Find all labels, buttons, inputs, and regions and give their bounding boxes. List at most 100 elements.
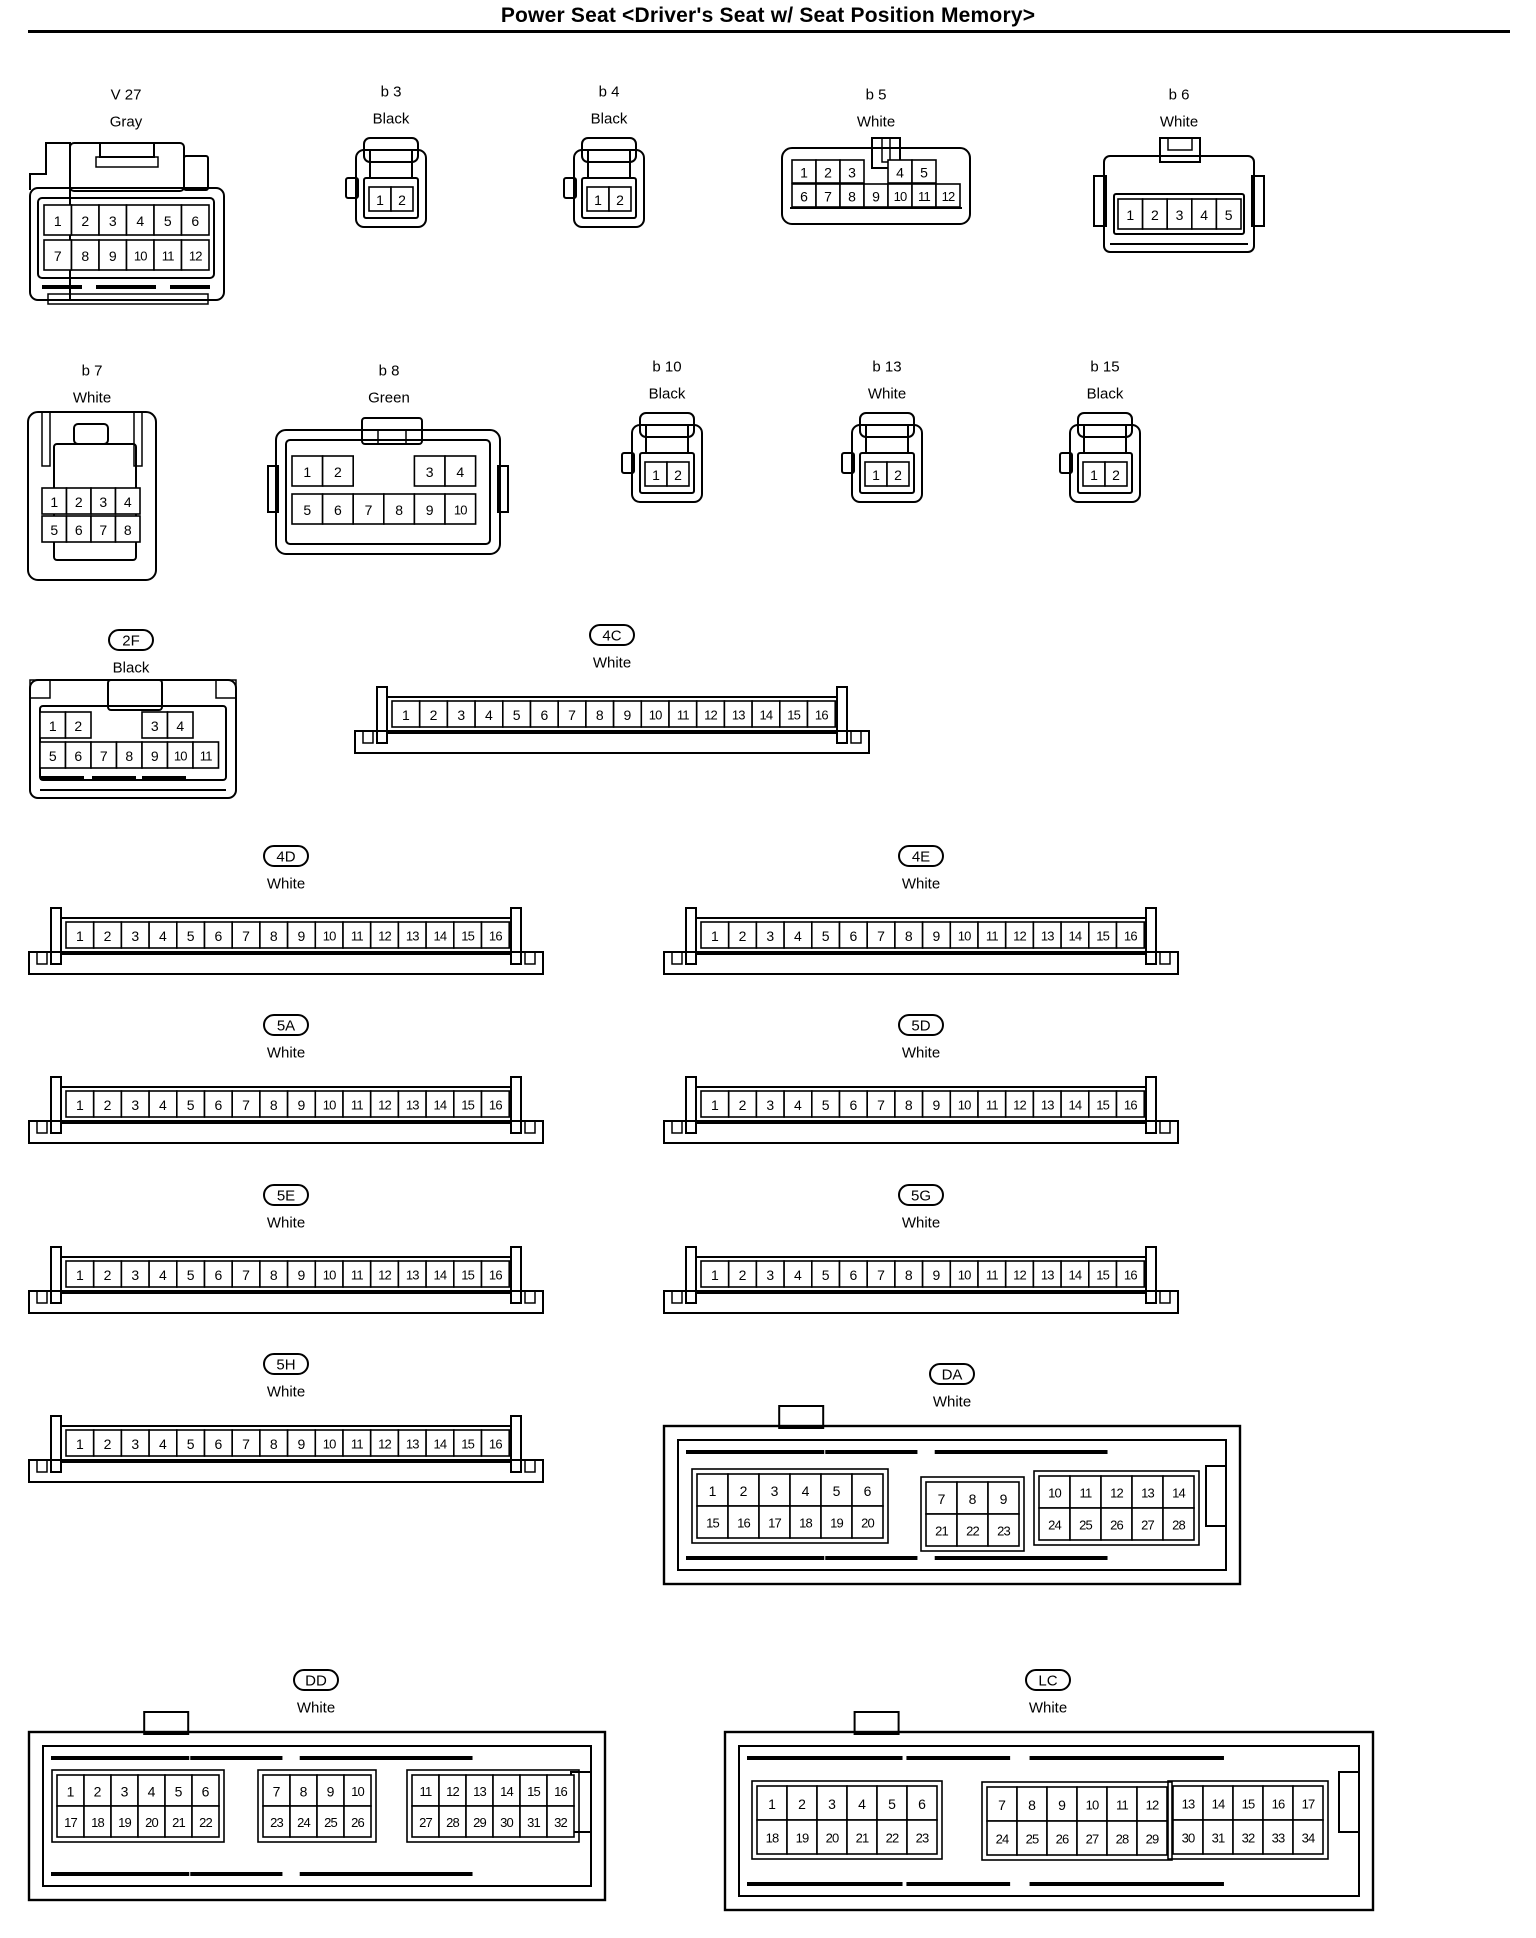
connector-id-badge [898,1184,944,1206]
pin-number: 1 [800,165,808,181]
pin-cell [1038,1507,1071,1541]
pin-number: 1 [711,1097,719,1113]
pin-number: 1 [49,718,57,734]
pin-number: 6 [214,928,222,944]
pin-cell [886,461,910,487]
pin-number: 19 [830,1516,843,1531]
pin-number: 12 [378,1268,391,1283]
pin-number: 7 [242,1436,250,1452]
pin-cell [816,1819,848,1855]
pin-number: 31 [1212,1831,1225,1846]
pin-number: 1 [303,464,311,480]
pin-cell [382,493,416,525]
connector-id: b 10 [652,359,681,376]
pin-number: 2 [739,1267,747,1283]
pin-cell [153,204,183,236]
pin-cell [342,1429,372,1457]
pin-cell [546,1774,575,1807]
pin-number: 6 [75,522,83,538]
pin-cell [1232,1819,1264,1855]
pin-number: 10 [958,929,971,944]
pin-cell [585,700,615,728]
pin-number: 14 [1212,1797,1225,1812]
pin-number: 12 [1110,1486,1123,1501]
connector-id: b 8 [379,363,400,380]
pin-number: 6 [214,1097,222,1113]
pin-number: 10 [351,1784,364,1799]
pin-number: 5 [833,1483,841,1499]
pin-cell [755,921,785,949]
pin-cell [783,1090,813,1118]
pin-number: 10 [454,503,467,518]
pin-cell [783,921,813,949]
pin-cell [846,1819,878,1855]
pin-number: 3 [766,1267,774,1283]
pin-cell [314,1260,344,1288]
pin-cell [480,1260,511,1288]
pin-cell [921,1260,952,1288]
pin-number: 5 [822,1097,830,1113]
connector-id-badge [898,845,944,867]
pin-cell [65,1260,95,1288]
pin-cell [700,1260,730,1288]
pin-number: 25 [324,1815,337,1830]
pin-cell [866,1090,896,1118]
pin-number: 26 [1056,1832,1069,1847]
pin-number: 14 [1069,1268,1082,1283]
pin-number: 9 [298,1267,306,1283]
pin-cell [397,1090,427,1118]
connector-id: b 5 [866,87,887,104]
pin-number: 8 [270,928,278,944]
pin-number: 4 [896,165,904,181]
pin-number: 4 [794,1097,802,1113]
pin-cell [1117,198,1144,230]
pin-number: 12 [1013,1098,1026,1113]
connector-color: Black [649,386,686,403]
connector-color: White [868,386,906,403]
pin-number: 1 [652,467,660,483]
pin-number: 8 [969,1491,977,1507]
pin-number: 4 [794,928,802,944]
pin-number: 30 [500,1815,513,1830]
pin-cell [43,204,73,236]
pin-cell [1104,461,1128,487]
pin-number: 2 [1112,467,1120,483]
pin-cell [1202,1819,1234,1855]
pin-number: 14 [1172,1486,1185,1501]
pin-cell [391,700,421,728]
pin-number: 16 [737,1516,750,1531]
pin-number: 2 [739,928,747,944]
connector-id: b 13 [872,359,901,376]
pin-number: 20 [861,1516,874,1531]
pin-cell [452,1260,483,1288]
connector-color: White [902,1045,940,1062]
pin-number: 15 [461,1098,474,1113]
pin-cell [608,186,632,212]
pin-number: 2 [798,1796,806,1812]
pin-number: 18 [766,1831,779,1846]
pin-number: 7 [568,707,576,723]
pin-number: 11 [918,189,930,204]
pin-number: 12 [1013,929,1026,944]
connector-label: b 10 Black [649,359,686,403]
pin-cell [810,1260,841,1288]
pin-number: 1 [1126,207,1134,223]
pin-number: 10 [894,189,907,204]
pin-cell [806,700,837,728]
pin-number: 16 [1272,1797,1285,1812]
pin-number: 4 [159,928,167,944]
pin-number: 7 [242,1267,250,1283]
pin-number: 1 [76,1267,84,1283]
pin-number: 1 [376,192,384,208]
pin-number: 7 [877,1267,885,1283]
pin-cell [529,700,560,728]
